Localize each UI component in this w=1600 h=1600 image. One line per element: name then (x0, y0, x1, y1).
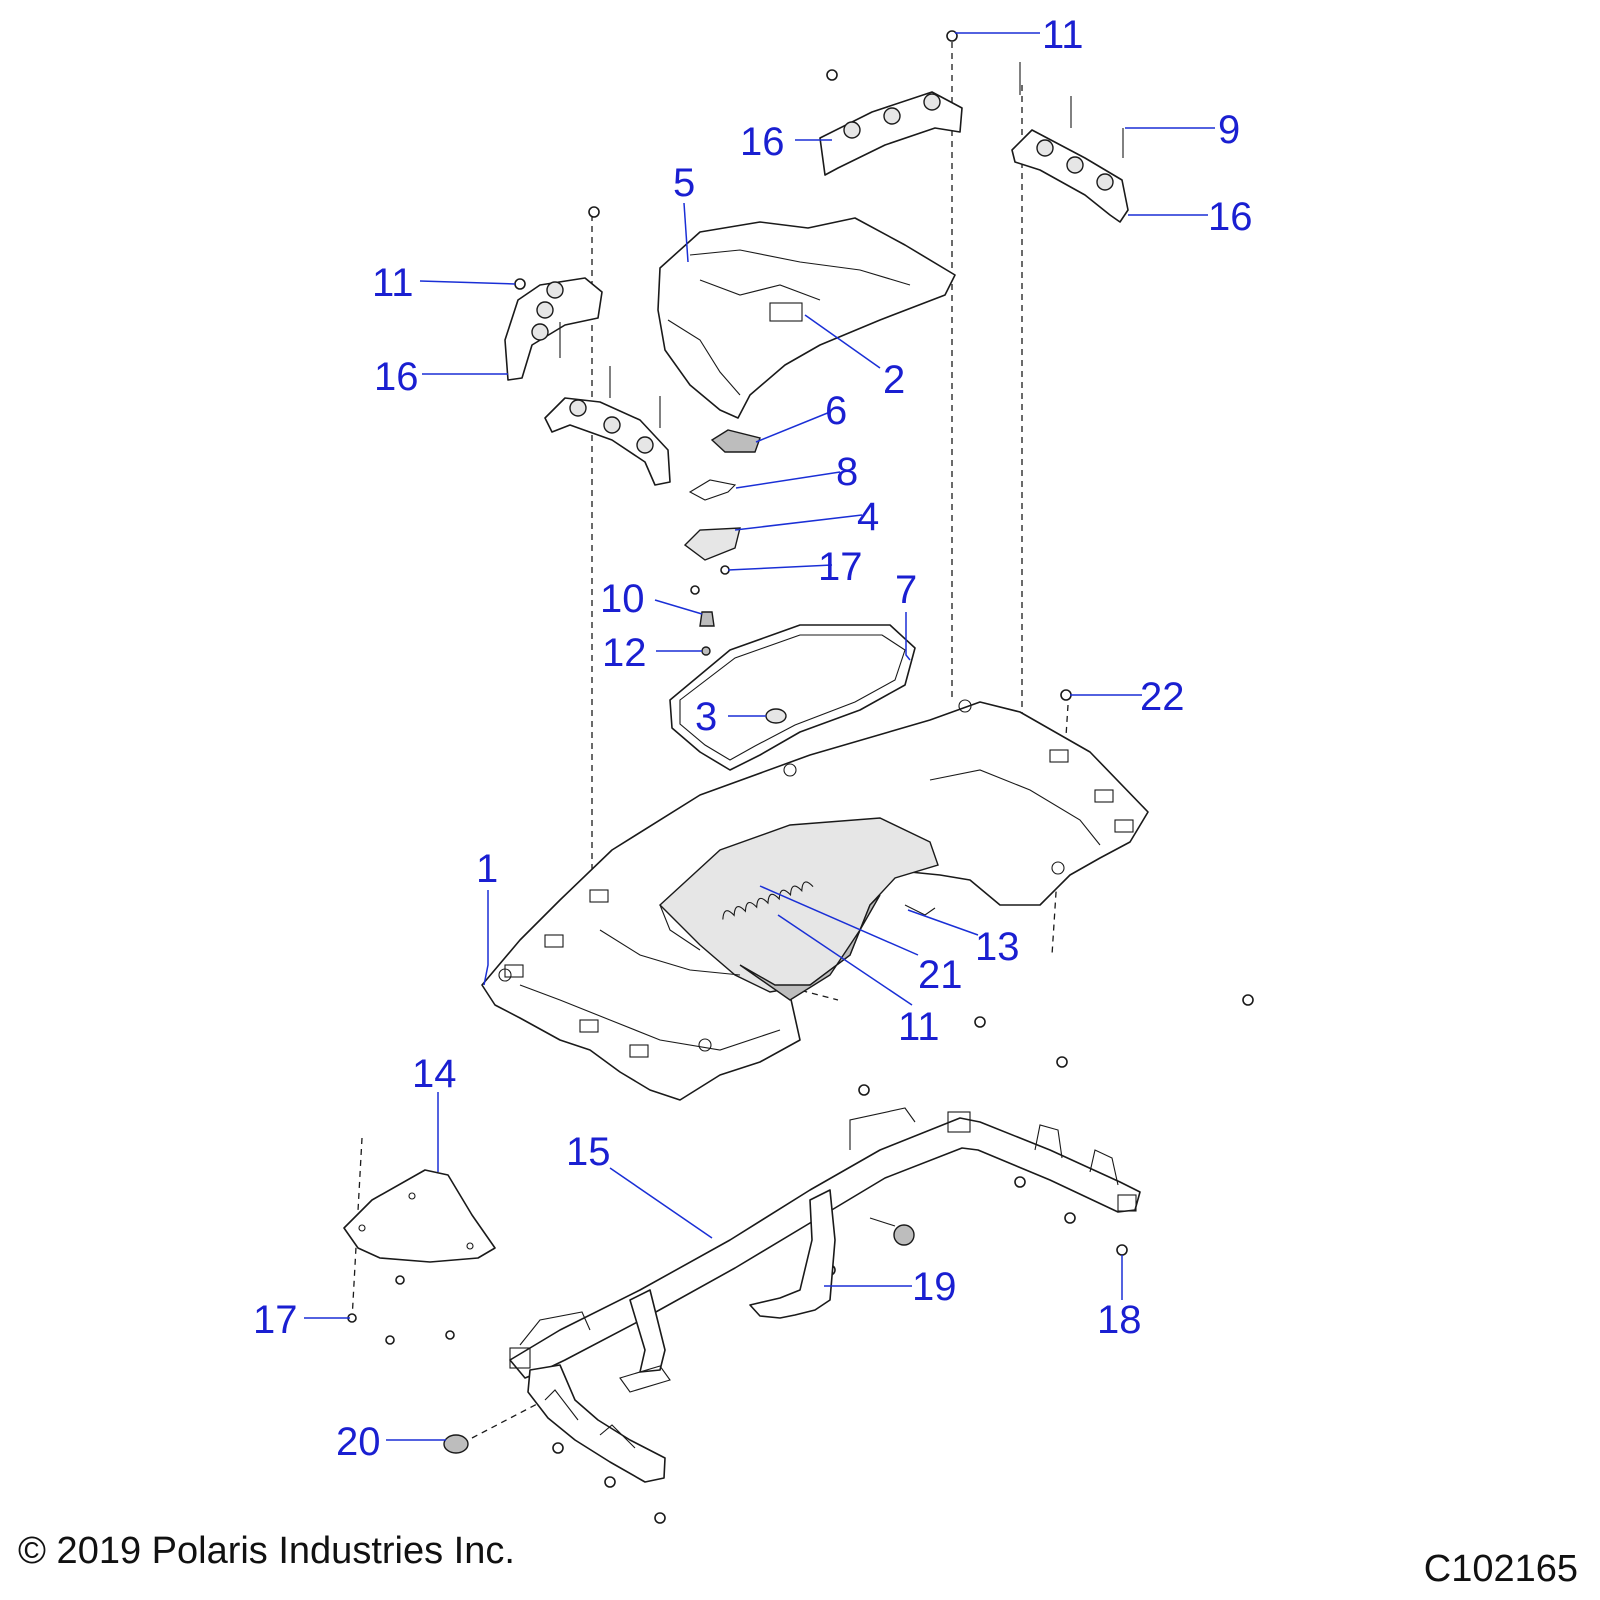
callout-3: 3 (695, 695, 717, 739)
callout-16: 16 (1208, 195, 1253, 239)
callout-5: 5 (673, 161, 695, 205)
figure-id: C102165 (1423, 1548, 1578, 1590)
callout-labels: 11 9 16 16 5 11 2 16 6 8 4 17 7 10 12 3 … (253, 13, 1253, 1464)
callout-13: 13 (975, 925, 1020, 969)
callout-12: 12 (602, 631, 647, 675)
part-10-bolt (699, 611, 715, 627)
part-3-grommet (765, 708, 787, 724)
part-5-lid (657, 217, 956, 419)
callout-16: 16 (374, 355, 419, 399)
callout-2: 2 (883, 358, 905, 402)
callout-6: 6 (825, 389, 847, 433)
callout-7: 7 (895, 568, 917, 612)
callout-8: 8 (836, 450, 858, 494)
part-1-rear-rack (481, 699, 1149, 1101)
callout-17: 17 (253, 1298, 298, 1342)
part-4-plate (683, 527, 741, 561)
spring-icon (722, 881, 814, 920)
small-parts (669, 429, 916, 771)
callout-20: 20 (336, 1420, 381, 1464)
callout-14: 14 (412, 1052, 457, 1096)
part-16-brackets (504, 91, 1129, 486)
part-14-plate (343, 1169, 496, 1263)
part-15-frame (509, 1107, 1141, 1483)
fasteners (347, 30, 1254, 1524)
copyright-notice: © 2019 Polaris Industries Inc. (18, 1530, 515, 1572)
callout-21: 21 (918, 953, 963, 997)
callout-1: 1 (476, 847, 498, 891)
callout-11: 11 (372, 261, 414, 305)
callout-9: 9 (1218, 108, 1240, 152)
part-12-nut (701, 646, 711, 656)
part-6-latch (710, 429, 761, 453)
callout-17: 17 (818, 545, 863, 589)
leader-lines (304, 32, 1215, 1441)
part-8-clip (688, 479, 737, 501)
callout-15: 15 (566, 1130, 611, 1174)
callout-10: 10 (600, 577, 645, 621)
callout-22: 22 (1140, 675, 1185, 719)
callout-19: 19 (912, 1265, 957, 1309)
callout-4: 4 (857, 495, 879, 539)
callout-18: 18 (1097, 1298, 1142, 1342)
callout-11: 11 (898, 1005, 940, 1049)
callout-11: 11 (1042, 13, 1084, 57)
callout-16: 16 (740, 120, 785, 164)
